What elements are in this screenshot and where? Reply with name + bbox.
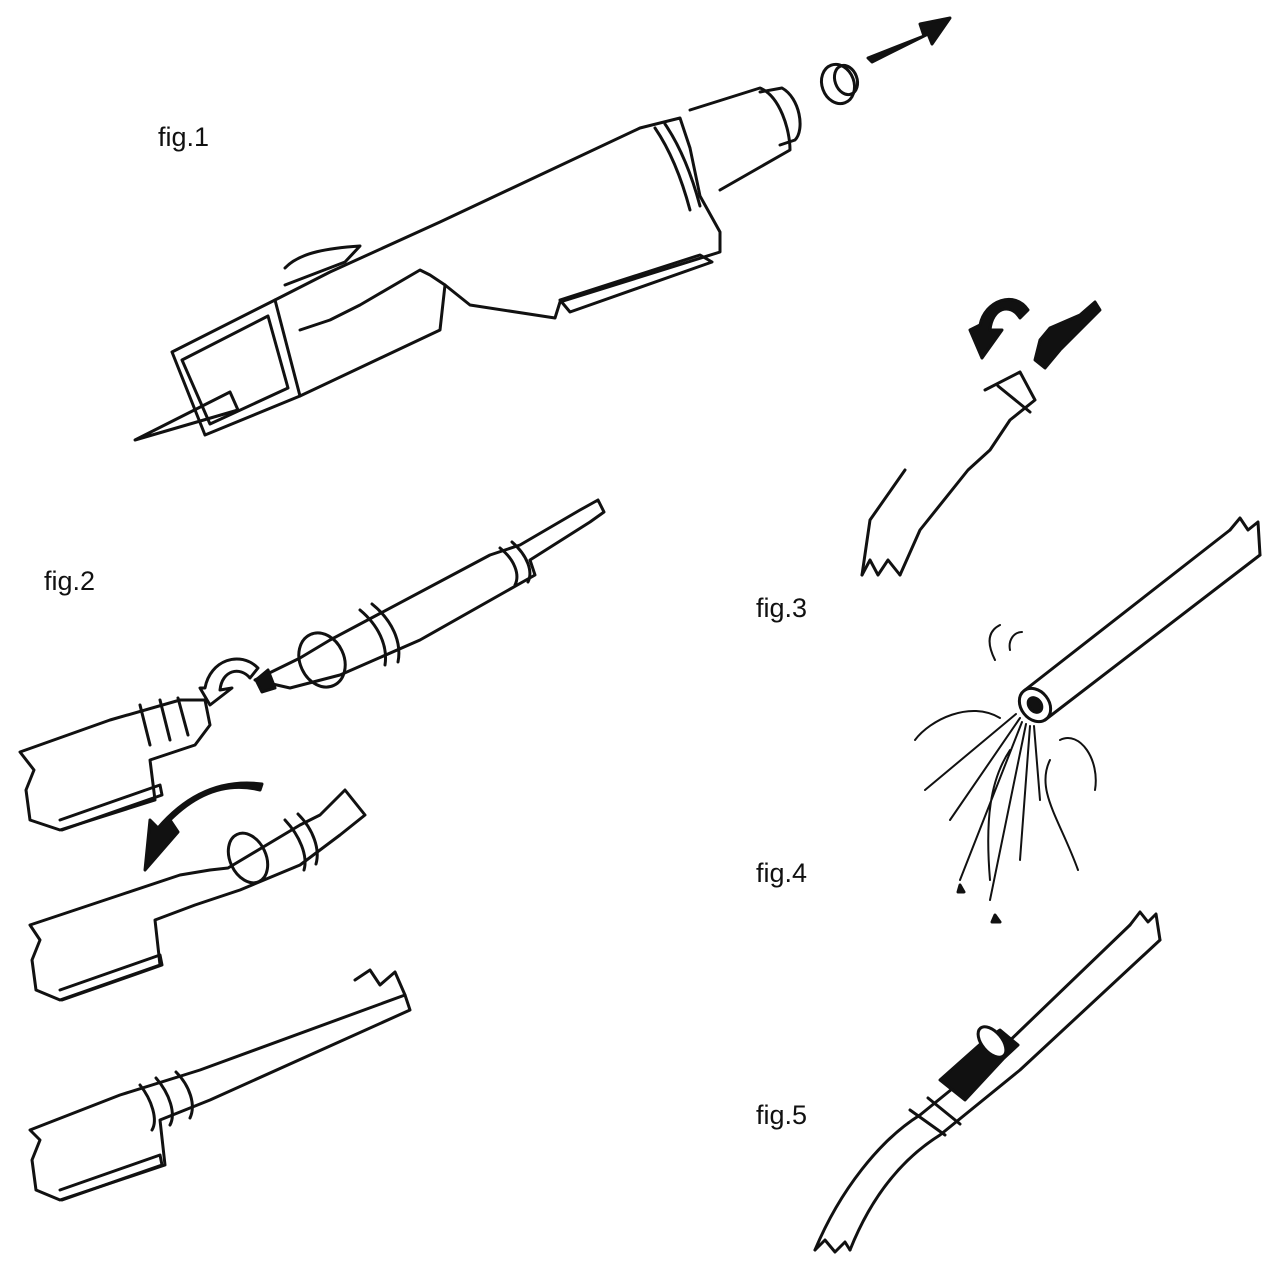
- fig4-label: fig.4: [756, 858, 808, 888]
- tool-body-ridge: [298, 268, 447, 332]
- connector-pin: [254, 668, 277, 694]
- hose-torn-end: [353, 968, 407, 997]
- tool-front-box-inner: [180, 314, 290, 426]
- connector-mouth: [297, 631, 347, 689]
- tool-collar: [653, 126, 692, 212]
- fig3-fitting-illustration: [860, 297, 1102, 577]
- connector-ring-c: [498, 546, 519, 587]
- fig2-assembly-illustration: [18, 498, 606, 1202]
- insert-arrow-icon: [143, 781, 264, 872]
- rotate-arrow-icon-2: [968, 297, 1030, 360]
- connector-ring-b: [370, 602, 401, 664]
- tool-end-c-ring-3: [174, 1070, 194, 1120]
- hose-fig5: [813, 923, 1162, 1252]
- hose-fig5-torn-top: [1128, 910, 1162, 942]
- hose-fig5-sleeve: [908, 1096, 962, 1137]
- tool-end-c-ring: [138, 1083, 156, 1132]
- tool-body: [273, 116, 722, 398]
- tool-end-a-clip: [58, 783, 164, 832]
- spray-drops: [956, 883, 1002, 924]
- fitting-nut: [1033, 300, 1102, 370]
- tool-threaded-nose: [688, 86, 792, 192]
- fig4-cut-hose-illustration: [914, 516, 1262, 924]
- hose-fig4-torn: [1228, 516, 1262, 557]
- fig1-label: fig.1: [158, 122, 210, 152]
- tool-end-b-clip: [58, 953, 164, 1002]
- tool-body-top: [283, 244, 362, 287]
- hose-fig5-torn-bottom: [813, 1238, 852, 1254]
- hose-fig3: [860, 370, 1037, 577]
- fig5-joined-hose-illustration: [813, 910, 1162, 1254]
- tool-end-c-clip: [58, 1153, 164, 1202]
- hose-fig4: [1023, 528, 1262, 722]
- tool-end-b-coupler: [226, 831, 270, 885]
- connector-ring-a: [358, 608, 388, 667]
- removed-cap-face: [832, 63, 860, 97]
- remove-arrow-icon: [866, 16, 952, 64]
- hose-fig3-band: [996, 384, 1032, 414]
- tool-end-c-ring-2: [154, 1076, 174, 1127]
- hose-connector-upper: [253, 498, 606, 690]
- tool-clip: [558, 253, 714, 314]
- tool-end-c: [28, 993, 412, 1202]
- hose-fig5-ring: [976, 1025, 1008, 1059]
- tool-collar-2: [663, 122, 702, 208]
- connector-ring-d: [510, 540, 532, 584]
- rotate-arrow-icon: [198, 657, 260, 707]
- hose-fig4-open-end: [1017, 686, 1053, 724]
- removed-cap: [819, 62, 857, 106]
- tool-end-a-thread: [138, 696, 190, 747]
- hose-fig4-bore: [1026, 696, 1044, 714]
- tool-end-b-ring-2: [296, 812, 319, 866]
- tool-nose-tip: [758, 86, 802, 147]
- fig3-label: fig.3: [756, 593, 808, 623]
- fig5-label: fig.5: [756, 1100, 808, 1130]
- hose-fig3-torn: [860, 558, 902, 577]
- spray-lines: [914, 624, 1097, 901]
- fig1-tool-illustration: [133, 16, 952, 442]
- tool-end-b: [28, 788, 367, 1002]
- tool-blade: [133, 390, 240, 442]
- fig2-label: fig.2: [44, 566, 96, 596]
- tool-end-b-ring: [283, 818, 307, 872]
